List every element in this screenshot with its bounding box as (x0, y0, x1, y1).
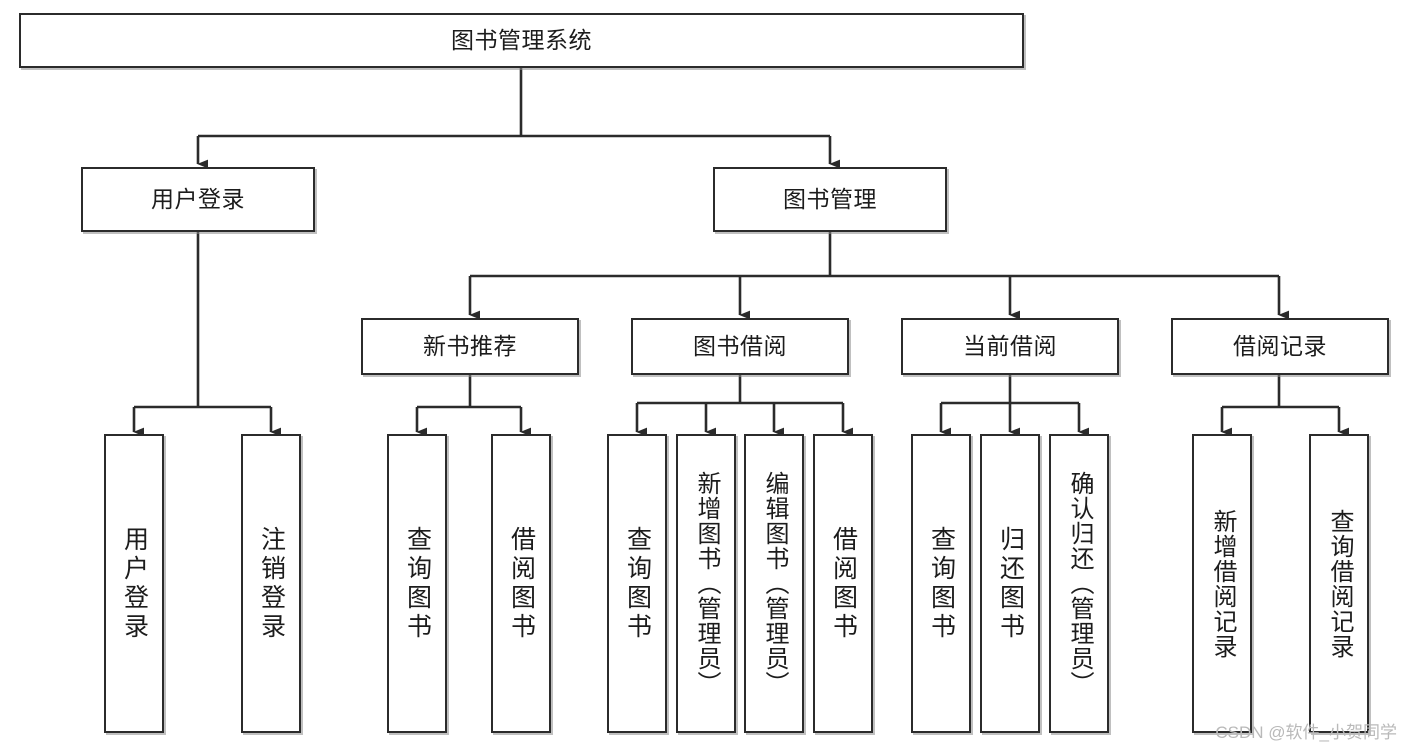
node-leaf-book-borrow-edit[interactable]: 编辑图书（管理员） (744, 434, 804, 733)
node-label: 查询借阅记录 (1326, 508, 1353, 659)
node-leaf-new-book-borrow[interactable]: 借阅图书 (491, 434, 551, 733)
node-leaf-current-borrow-return[interactable]: 归还图书 (980, 434, 1040, 733)
node-leaf-user-login-login[interactable]: 用户登录 (104, 434, 164, 733)
node-leaf-borrow-record-query[interactable]: 查询借阅记录 (1309, 434, 1369, 733)
node-label: 新增图书（管理员） (693, 471, 720, 696)
node-label: 新增借阅记录 (1209, 508, 1236, 659)
watermark-text: CSDN @软件_小贺同学 (1215, 723, 1397, 742)
node-current-borrow[interactable]: 当前借阅 (901, 318, 1119, 375)
node-user-login[interactable]: 用户登录 (81, 167, 315, 232)
node-leaf-new-book-query[interactable]: 查询图书 (387, 434, 447, 733)
node-label: 查询图书 (623, 525, 652, 642)
node-new-book-recommend[interactable]: 新书推荐 (361, 318, 579, 375)
node-leaf-current-borrow-confirm[interactable]: 确认归还（管理员） (1049, 434, 1109, 733)
node-label: 图书借阅 (693, 332, 787, 359)
node-borrow-record[interactable]: 借阅记录 (1171, 318, 1389, 375)
node-leaf-book-borrow-borrow[interactable]: 借阅图书 (813, 434, 873, 733)
node-label: 图书管理系统 (451, 26, 592, 53)
node-label: 用户登录 (151, 185, 245, 212)
node-label: 新书推荐 (423, 332, 517, 359)
node-label: 查询图书 (927, 525, 956, 642)
node-label: 注销登录 (257, 525, 286, 642)
node-leaf-book-borrow-query[interactable]: 查询图书 (607, 434, 667, 733)
node-label: 确认归还（管理员） (1066, 471, 1093, 696)
node-label: 编辑图书（管理员） (761, 471, 788, 696)
node-label: 借阅记录 (1233, 332, 1327, 359)
node-book-borrow[interactable]: 图书借阅 (631, 318, 849, 375)
node-label: 图书管理 (783, 185, 877, 212)
node-leaf-book-borrow-add[interactable]: 新增图书（管理员） (676, 434, 736, 733)
node-leaf-borrow-record-add[interactable]: 新增借阅记录 (1192, 434, 1252, 733)
node-root-system[interactable]: 图书管理系统 (19, 13, 1024, 68)
node-label: 当前借阅 (963, 332, 1057, 359)
node-label: 借阅图书 (507, 525, 536, 642)
node-label: 查询图书 (403, 525, 432, 642)
node-leaf-current-borrow-query[interactable]: 查询图书 (911, 434, 971, 733)
node-book-management[interactable]: 图书管理 (713, 167, 947, 232)
node-label: 归还图书 (996, 525, 1025, 642)
node-leaf-user-login-logout[interactable]: 注销登录 (241, 434, 301, 733)
node-label: 用户登录 (120, 525, 149, 642)
node-label: 借阅图书 (829, 525, 858, 642)
